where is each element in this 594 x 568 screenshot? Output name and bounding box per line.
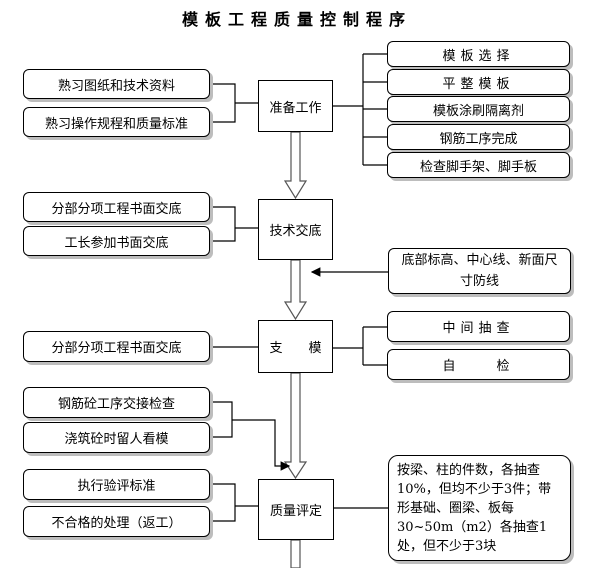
- flow-arrow: [283, 131, 308, 568]
- prep-right-item: 检查脚手架、脚手板: [387, 152, 570, 178]
- prep-left-item: 熟习图纸和技术资料: [23, 69, 210, 99]
- quality-left-connector: [210, 483, 258, 522]
- page-title: 模板工程质量控制程序: [181, 10, 412, 29]
- step-tech: 技术交底: [258, 199, 333, 260]
- tech-left-connector: [210, 206, 258, 242]
- prep-right-item: 钢筋工序完成: [387, 124, 570, 150]
- quality-left-item: 不合格的处理（返工）: [23, 506, 210, 537]
- prep-right-item: 平整模板: [387, 69, 570, 95]
- step-quality: 质量评定: [258, 479, 334, 540]
- prep-right-item: 模板选择: [387, 41, 570, 67]
- pre-quality-connector: [210, 401, 289, 466]
- form-right-item: 自 检: [387, 349, 570, 380]
- quality-note: 按梁、柱的件数，各抽查10%，但均不少于3件；带形基础、圈梁、板每30~50m（…: [388, 455, 571, 561]
- prep-left-connector: [210, 83, 258, 123]
- prep-right-connector: [333, 53, 387, 166]
- prep-left-item: 熟习操作规程和质量标准: [23, 107, 210, 137]
- quality-left-item: 执行验评标准: [23, 469, 210, 500]
- form-left-item: 分部分项工程书面交底: [23, 331, 210, 362]
- pre-quality-item: 浇筑砼时留人看模: [23, 422, 210, 453]
- step-formwork: 支 模: [258, 320, 333, 373]
- tech-left-item: 工长参加书面交底: [23, 226, 210, 256]
- prep-right-item: 模板涂刷隔离剂: [387, 96, 570, 122]
- form-right-connector: [332, 326, 387, 366]
- step-prep: 准备工作: [258, 80, 333, 132]
- tech-right-item: 底部标高、中心线、新面尺寸防线: [388, 248, 571, 294]
- form-right-item: 中间抽查: [387, 311, 570, 342]
- tech-left-item: 分部分项工程书面交底: [23, 192, 210, 222]
- pre-quality-item: 钢筋砼工序交接检查: [23, 387, 210, 418]
